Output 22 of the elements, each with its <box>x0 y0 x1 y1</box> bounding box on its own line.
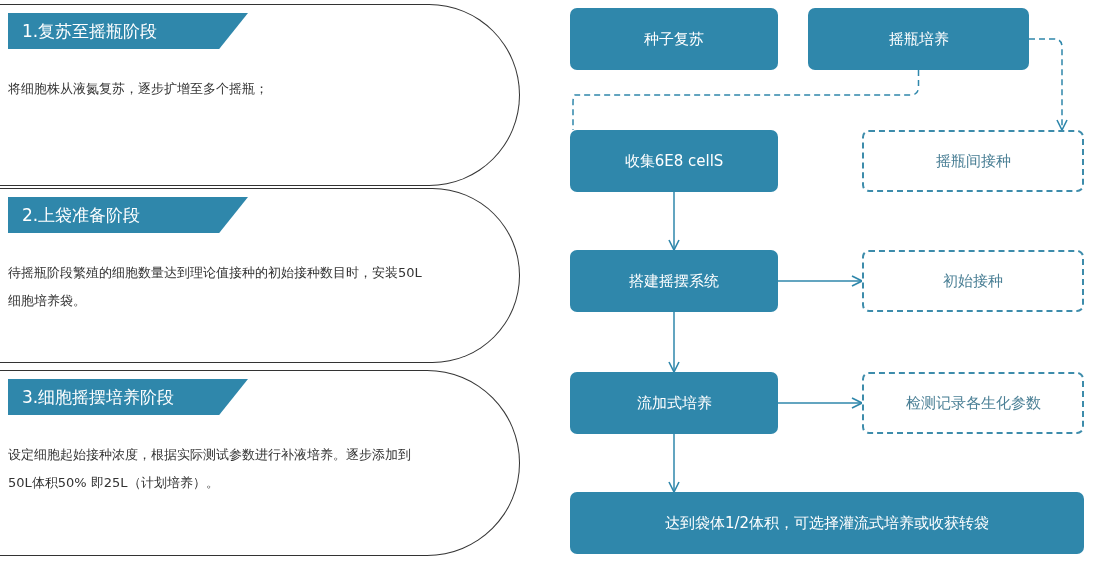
process-box: 收集6E8 cellS <box>570 130 778 192</box>
stage-panel <box>0 188 520 363</box>
process-box: 达到袋体1/2体积，可选择灌流式培养或收获转袋 <box>570 492 1084 554</box>
process-box: 种子复苏 <box>570 8 778 70</box>
process-box: 摇瓶培养 <box>808 8 1029 70</box>
dashed-process-box: 初始接种 <box>862 250 1084 312</box>
stage-description: 待摇瓶阶段繁殖的细胞数量达到理论值接种的初始接种数目时，安装50L细胞培养袋。 <box>8 264 423 310</box>
dashed-process-box: 检测记录各生化参数 <box>862 372 1084 434</box>
arrow <box>777 397 863 409</box>
arrow <box>777 275 863 287</box>
stage-heading: 3.细胞摇摆培养阶段 <box>8 379 248 415</box>
arrow <box>668 311 680 373</box>
arrow <box>668 191 680 251</box>
dashed-process-box: 摇瓶间接种 <box>862 130 1084 192</box>
stage-description: 将细胞株从液氮复苏，逐步扩增至多个摇瓶； <box>8 80 269 98</box>
arrow <box>668 433 680 493</box>
stage-heading: 2.上袋准备阶段 <box>8 197 248 233</box>
arrow <box>1028 38 1068 131</box>
stage-description: 设定细胞起始接种浓度，根据实际测试参数进行补液培养。逐步添加到50L体积50% 即25L（计划培养）。 <box>8 446 412 492</box>
process-box: 搭建摇摆系统 <box>570 250 778 312</box>
process-box: 流加式培养 <box>570 372 778 434</box>
stage-heading: 1.复苏至摇瓶阶段 <box>8 13 248 49</box>
